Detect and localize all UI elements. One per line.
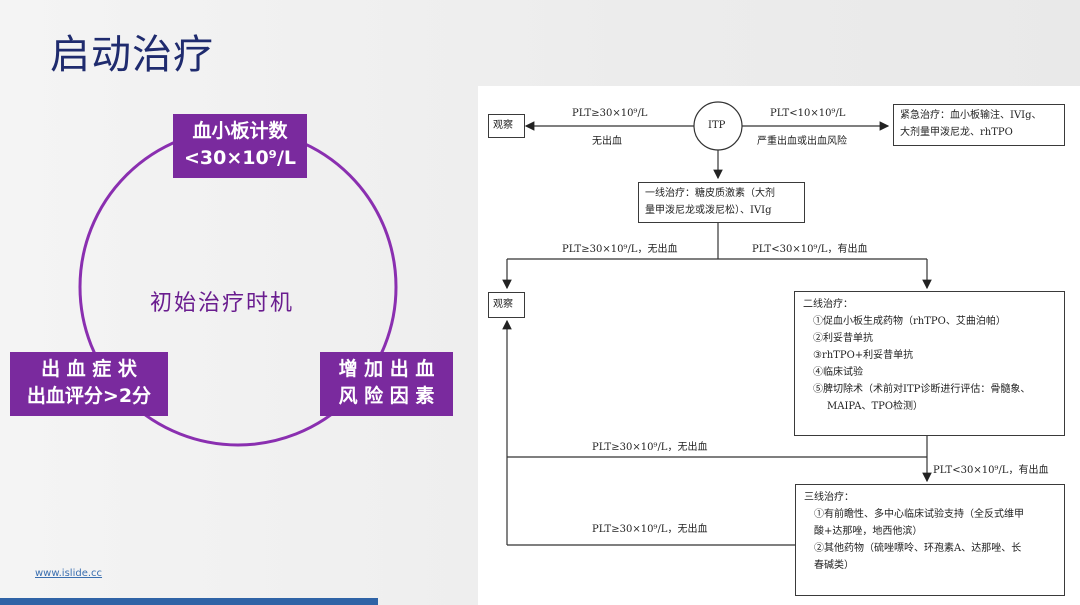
platelet-count-line-2: <30×10⁹/L — [183, 147, 297, 169]
emergency-line-1: 紧急治疗：血小板输注、IVIg、 — [900, 110, 1042, 121]
second-line-item-5-cont: MAIPA、TPO检测） — [827, 401, 924, 412]
first-line-line-2: 量甲泼尼龙或泼尼松）、IVIg — [645, 205, 772, 216]
second-line-treatment-box: 二线治疗： ①促血小板生成药物（rhTPO、艾曲泊帕） ②利妥昔单抗 ③rhTP… — [794, 291, 1065, 436]
emergency-treatment-box: 紧急治疗：血小板输注、IVIg、 大剂量甲泼尼龙、rhTPO — [893, 104, 1065, 146]
emergency-line-2: 大剂量甲泼尼龙、rhTPO — [900, 127, 1013, 138]
third-line-item-1-cont: 酸+达那唑，地西他滨） — [814, 526, 923, 537]
branch-right-label: PLT<30×10⁹/L，有出血 — [752, 244, 868, 255]
second-line-item-3: ③rhTPO+利妥昔单抗 — [813, 350, 914, 361]
edge-plt-ge30-top: PLT≥30×10⁹/L — [572, 108, 648, 119]
edge-severe-bleeding: 严重出血或出血风险 — [757, 136, 847, 147]
bottom-accent-bar — [0, 598, 378, 605]
back-edge-label-2: PLT≥30×10⁹/L，无出血 — [592, 524, 708, 535]
edge-no-bleeding-top: 无出血 — [592, 136, 622, 147]
third-line-treatment-box: 三线治疗： ①有前瞻性、多中心临床试验支持（全反式维甲 酸+达那唑，地西他滨） … — [795, 484, 1065, 596]
bleeding-risk-box: 增 加 出 血 风 险 因 素 — [320, 352, 453, 416]
itp-node-label: ITP — [708, 120, 726, 131]
bleeding-symptoms-box: 出 血 症 状 出血评分>2分 — [10, 352, 168, 416]
second-line-heading: 二线治疗： — [803, 299, 853, 310]
observe-box-mid: 观察 — [488, 292, 525, 318]
second-line-item-4: ④临床试验 — [813, 367, 863, 378]
bleeding-symptoms-line-1: 出 血 症 状 — [41, 358, 137, 380]
first-line-treatment-box: 一线治疗：糖皮质激素（大剂 量甲泼尼龙或泼尼松）、IVIg — [638, 182, 805, 223]
edge-plt-lt10: PLT<10×10⁹/L — [770, 108, 846, 119]
third-line-item-2-cont: 春碱类） — [814, 560, 854, 571]
third-line-item-1: ①有前瞻性、多中心临床试验支持（全反式维甲 — [814, 509, 1024, 520]
third-line-heading: 三线治疗： — [804, 492, 854, 503]
branch-left-label: PLT≥30×10⁹/L，无出血 — [562, 244, 678, 255]
first-line-line-1: 一线治疗：糖皮质激素（大剂 — [645, 188, 775, 199]
second-line-item-1: ①促血小板生成药物（rhTPO、艾曲泊帕） — [813, 316, 1006, 327]
bleeding-symptoms-line-2: 出血评分>2分 — [26, 385, 152, 407]
third-line-item-2: ②其他药物（硫唑嘌呤、环孢素A、达那唑、长 — [814, 543, 1022, 554]
cycle-center-label: 初始治疗时机 — [150, 291, 295, 316]
second-line-item-2: ②利妥昔单抗 — [813, 333, 873, 344]
platelet-count-line-1: 血小板计数 — [192, 120, 288, 142]
islide-link[interactable]: www.islide.cc — [35, 568, 103, 579]
platelet-count-box: 血小板计数 <30×10⁹/L — [173, 114, 307, 178]
bleeding-risk-line-1: 增 加 出 血 — [338, 358, 435, 380]
bleeding-risk-line-2: 风 险 因 素 — [338, 385, 435, 407]
slide-title: 启动治疗 — [50, 32, 214, 78]
back-edge-label-1: PLT≥30×10⁹/L，无出血 — [592, 442, 708, 453]
second-line-item-5: ⑤脾切除术（术前对ITP诊断进行评估：骨髓象、 — [813, 384, 1031, 395]
observe-box-top: 观察 — [488, 114, 525, 138]
edge-to-third-label: PLT<30×10⁹/L，有出血 — [933, 465, 1049, 476]
